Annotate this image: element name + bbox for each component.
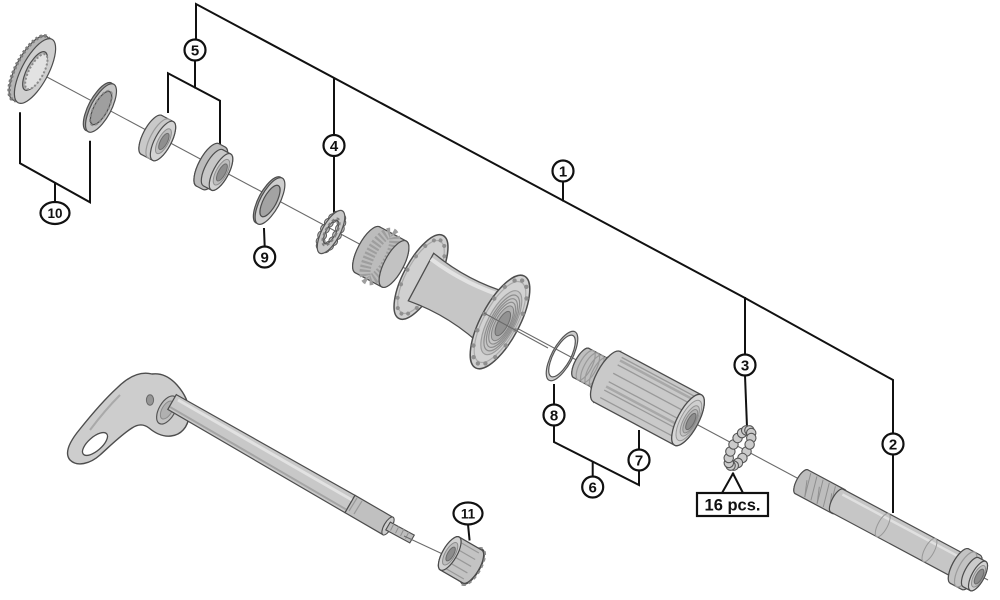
- svg-text:9: 9: [261, 249, 269, 266]
- svg-text:10: 10: [47, 206, 62, 221]
- svg-text:7: 7: [635, 452, 643, 469]
- leader-lines-16pcs: [720, 472, 745, 495]
- svg-text:1: 1: [559, 163, 567, 180]
- svg-text:11: 11: [461, 506, 476, 521]
- leader-bracket-6: [553, 424, 640, 487]
- callout-7: 7: [627, 448, 651, 472]
- lever-pivot: [145, 394, 155, 406]
- freehub-body-part: [571, 347, 705, 447]
- quantity-note-text: 16 pcs.: [705, 497, 761, 515]
- callout-1: 1: [551, 159, 575, 183]
- axle-end-cap-part: [437, 536, 487, 587]
- leader-lines: [19, 2, 894, 541]
- svg-text:2: 2: [889, 436, 897, 453]
- svg-text:4: 4: [330, 138, 339, 155]
- thru-axle-rod-part: [166, 393, 450, 558]
- quantity-note: 16 pcs.: [695, 491, 770, 518]
- hub-shell-part: [352, 225, 549, 370]
- lock-ring-part: [7, 34, 57, 104]
- hub-spline-boss: [352, 225, 410, 288]
- steel-balls-part: [723, 425, 757, 471]
- callout-2: 2: [881, 432, 905, 456]
- thru-axle-lever-part: [66, 372, 190, 465]
- callout-6: 6: [581, 475, 605, 499]
- washer-part: [252, 176, 286, 225]
- callout-11: 11: [452, 501, 484, 526]
- spoke-holes-right: [471, 278, 529, 366]
- callout-9: 9: [253, 245, 277, 269]
- axis-line-overlay: [483, 312, 549, 349]
- o-ring-seal-part: [545, 330, 579, 382]
- svg-text:3: 3: [741, 357, 749, 374]
- callout-3: 3: [733, 353, 757, 377]
- callout-markers: 1 2 3 4 5 6 7 8: [39, 38, 905, 526]
- hub-axle-part: [793, 469, 989, 592]
- lever-slot-hole: [81, 431, 109, 457]
- bearing-retainer-part: [315, 209, 347, 255]
- dust-cover-part: [138, 114, 177, 162]
- callout-8: 8: [542, 403, 566, 427]
- svg-text:8: 8: [550, 407, 558, 424]
- svg-text:5: 5: [191, 42, 199, 59]
- callout-10: 10: [39, 200, 71, 226]
- leader-line-1: [195, 2, 894, 435]
- leader-line-9: [262, 227, 266, 248]
- freehub-splines: [599, 356, 697, 439]
- callout-5: 5: [183, 38, 207, 62]
- callout-4: 4: [322, 133, 346, 158]
- leader-line-3-bottom: [743, 374, 749, 429]
- lock-ring-washer-part: [82, 81, 118, 133]
- rod-threaded-tip: [385, 521, 416, 544]
- svg-text:6: 6: [589, 479, 597, 496]
- cone-part: [193, 142, 234, 192]
- leader-line-11: [466, 523, 471, 541]
- quantity-note-box: [695, 491, 770, 518]
